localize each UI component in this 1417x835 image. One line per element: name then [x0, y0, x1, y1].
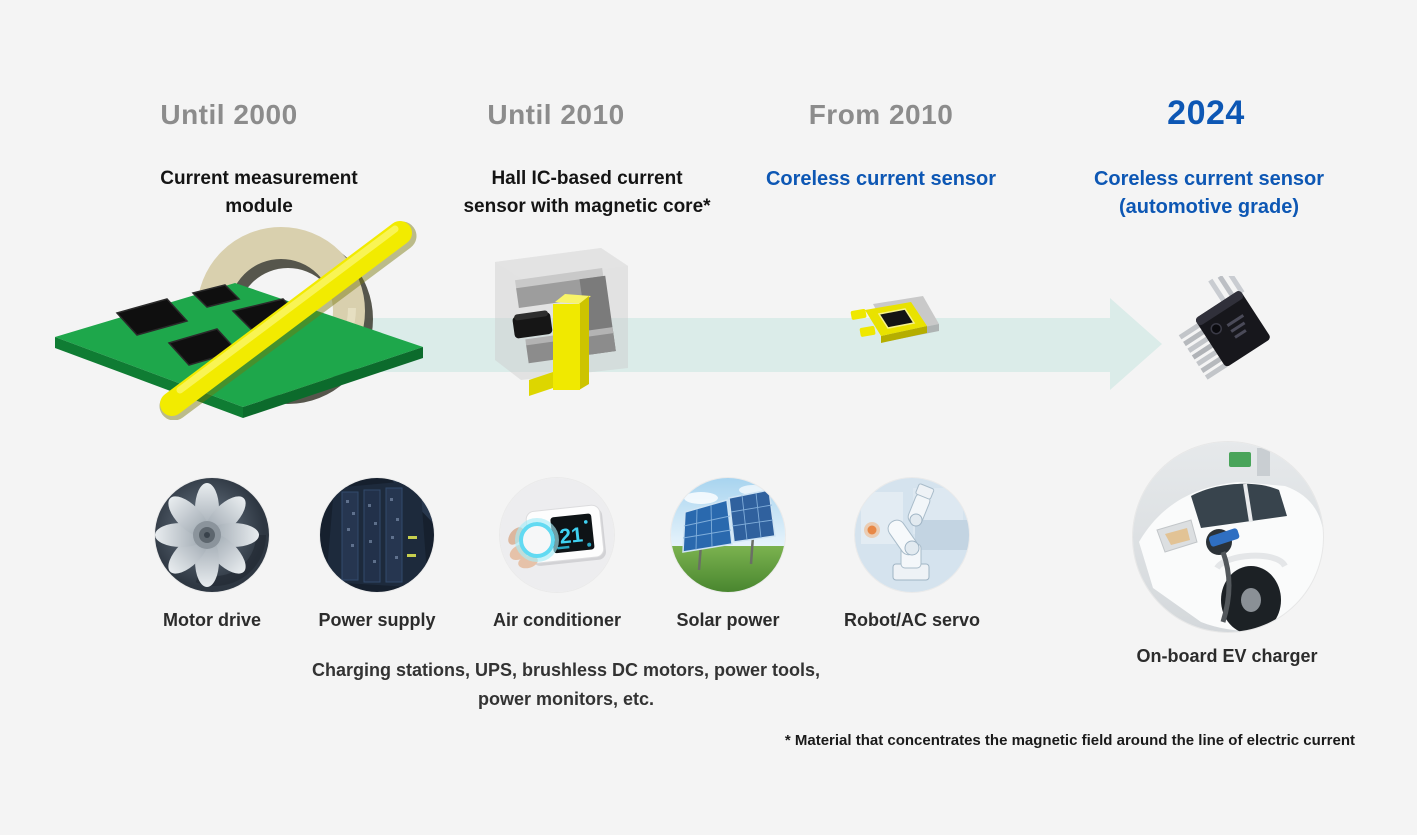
hall-ic-core-sensor-icon: [483, 240, 643, 405]
automotive-chip-icon: [1172, 272, 1287, 389]
period-from-2010: From 2010: [808, 99, 954, 130]
label-motor-drive: Motor drive: [162, 610, 261, 630]
solar-panel-photo-icon: [671, 478, 785, 592]
power-supply-photo-icon: [320, 478, 434, 592]
label-robot-ac-servo: Robot/AC servo: [843, 610, 980, 630]
label-on-board-ev-charger: On-board EV charger: [1136, 646, 1318, 666]
label-air-conditioner: Air conditioner: [492, 610, 621, 630]
applications-note: Charging stations, UPS, brushless DC mot…: [311, 660, 821, 709]
ev-charging-photo-icon: [1133, 442, 1323, 632]
timeline-arrow-head-icon: [1110, 298, 1162, 390]
motor-fan-photo-icon: [155, 478, 269, 592]
coreless-sensor-icon: [843, 290, 943, 363]
thermostat-photo-icon: 21: [500, 478, 614, 592]
caption-hall-ic-sensor: Hall IC-based current sensor with magnet…: [463, 168, 711, 217]
thermostat-display-value: 21: [558, 523, 584, 548]
period-until-2010: Until 2010: [487, 99, 625, 130]
label-power-supply: Power supply: [318, 610, 436, 630]
caption-coreless-automotive: Coreless current sensor (automotive grad…: [1093, 168, 1325, 218]
caption-current-measurement-module: Current measurement module: [160, 168, 358, 217]
label-solar-power: Solar power: [676, 610, 780, 630]
robot-arm-photo-icon: [855, 478, 969, 592]
footnote: * Material that concentrates the magneti…: [784, 732, 1355, 749]
period-2024: 2024: [1167, 94, 1245, 132]
caption-coreless-sensor: Coreless current sensor: [765, 168, 997, 190]
current-measurement-module-icon: [45, 215, 440, 425]
period-until-2000: Until 2000: [160, 99, 298, 130]
